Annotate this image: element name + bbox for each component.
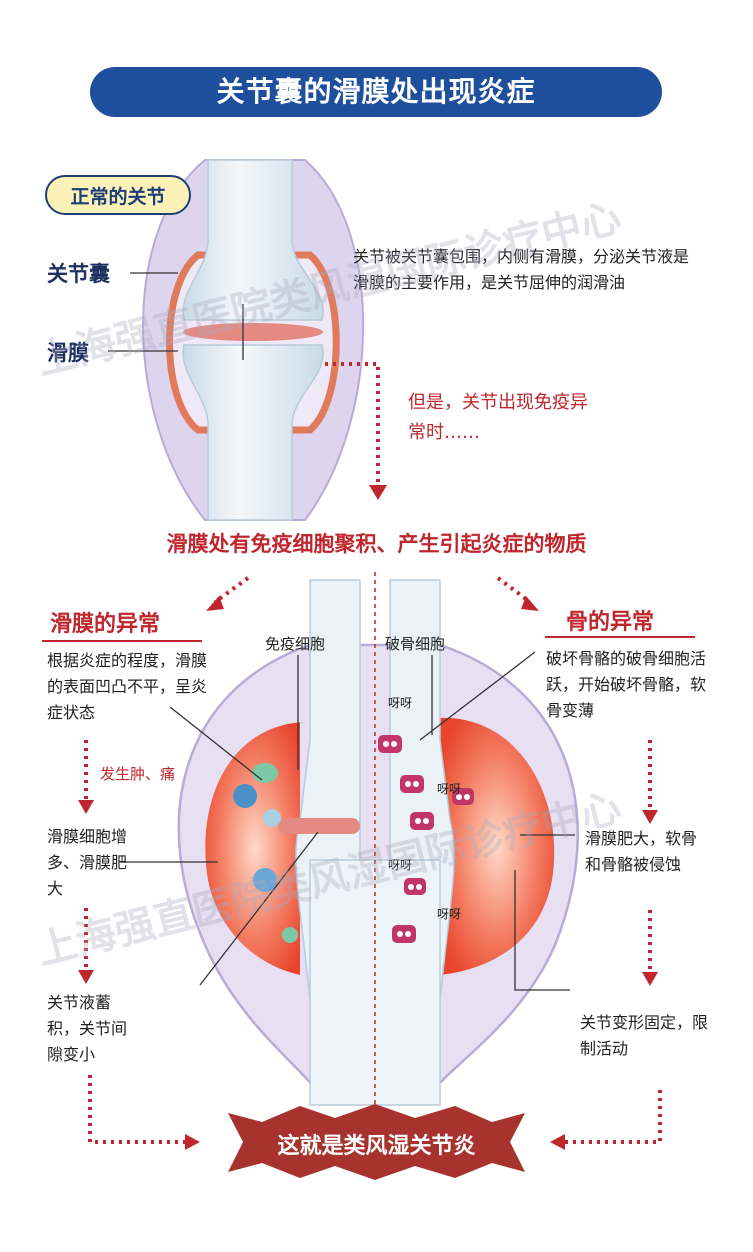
label-synovium: 滑膜 — [47, 341, 89, 365]
label-yaya-3: 呀呀 — [388, 858, 413, 872]
normal-joint-lower-bone — [182, 344, 324, 521]
dotted-arrows — [84, 576, 662, 1144]
synovium-text-1: 根据炎症的程度，滑膜的表面凹凸不平，呈炎症状态 — [47, 651, 208, 722]
label-immune-cell: 免疫细胞 — [265, 635, 326, 653]
arrow-headline-left — [213, 576, 250, 604]
immune-cell — [263, 809, 281, 827]
arrow-heads — [78, 596, 658, 1150]
leader-right-1 — [419, 651, 536, 741]
arrow-headline-right — [496, 576, 532, 604]
arrow-bottom-left — [88, 1075, 185, 1144]
arrow-bottom-right — [565, 1090, 662, 1144]
heading-underline-left — [42, 640, 202, 642]
normal-joint-diagram — [108, 159, 365, 521]
heading-synovium-abnormal: 滑膜的异常 — [50, 612, 161, 637]
synovium-text-3: 关节液蓄积，关节间隙变小 — [47, 993, 128, 1064]
immune-cell — [282, 927, 298, 943]
inflamed-synovium-left — [205, 722, 305, 975]
synovium-text-2: 滑膜细胞增多、滑膜肥大 — [47, 827, 128, 898]
immune-cell — [253, 868, 277, 892]
heading-bone-abnormal: 骨的异常 — [566, 610, 655, 635]
normal-joint-description: 关节被关节囊包围，内侧有滑膜，分泌关节液是滑膜的主要作用，是关节屈伸的润滑油 — [353, 247, 690, 292]
label-yaya-4: 呀呀 — [437, 907, 462, 921]
symptom-swelling-pain: 发生肿、痛 — [100, 765, 176, 783]
cartilage-left — [278, 818, 360, 834]
bone-text-3: 关节变形固定，限制活动 — [580, 1013, 709, 1058]
osteoclast-cell — [410, 812, 434, 830]
conclusion-text: 这就是类风湿关节炎 — [277, 1134, 476, 1159]
bone-text-1: 破坏骨骼的破骨细胞活跃，开始破坏骨骼，软骨变薄 — [546, 649, 707, 720]
normal-joint-cartilage — [183, 323, 323, 341]
label-yaya-2: 呀呀 — [437, 782, 462, 796]
label-yaya-1: 呀呀 — [388, 696, 413, 710]
leader-right-3 — [514, 870, 570, 991]
immune-cell — [252, 763, 278, 783]
normal-joint-upper-bone — [182, 159, 324, 321]
label-osteoclast: 破骨细胞 — [385, 635, 446, 653]
dotted-arrow-down-top — [325, 362, 387, 500]
normal-joint-badge: 正常的关节 — [45, 175, 191, 215]
label-joint-capsule: 关节囊 — [47, 262, 110, 286]
immune-cell — [233, 784, 257, 808]
osteoclast-cell — [392, 925, 416, 943]
osteoclast-cell — [400, 775, 424, 793]
immune-abnormal-transition: 但是，关节出现免疫异常时…… — [408, 392, 588, 443]
section-headline: 滑膜处有免疫细胞聚积、产生引起炎症的物质 — [166, 532, 587, 556]
heading-underline-right — [545, 636, 695, 638]
osteoclast-cell — [378, 735, 402, 753]
leader-left-1 — [169, 706, 263, 781]
inflamed-joint-diagram — [120, 572, 579, 1115]
bone-text-2: 滑膜肥大，软骨和骨骼被侵蚀 — [585, 829, 698, 874]
inflamed-synovium-right — [440, 717, 555, 975]
osteoclast-cell — [404, 878, 426, 895]
page-title: 关节囊的滑膜处出现炎症 — [90, 67, 662, 117]
leader-left-3 — [199, 831, 319, 986]
conclusion-banner-shape — [228, 1104, 525, 1180]
osteoclast-cell — [452, 788, 474, 805]
